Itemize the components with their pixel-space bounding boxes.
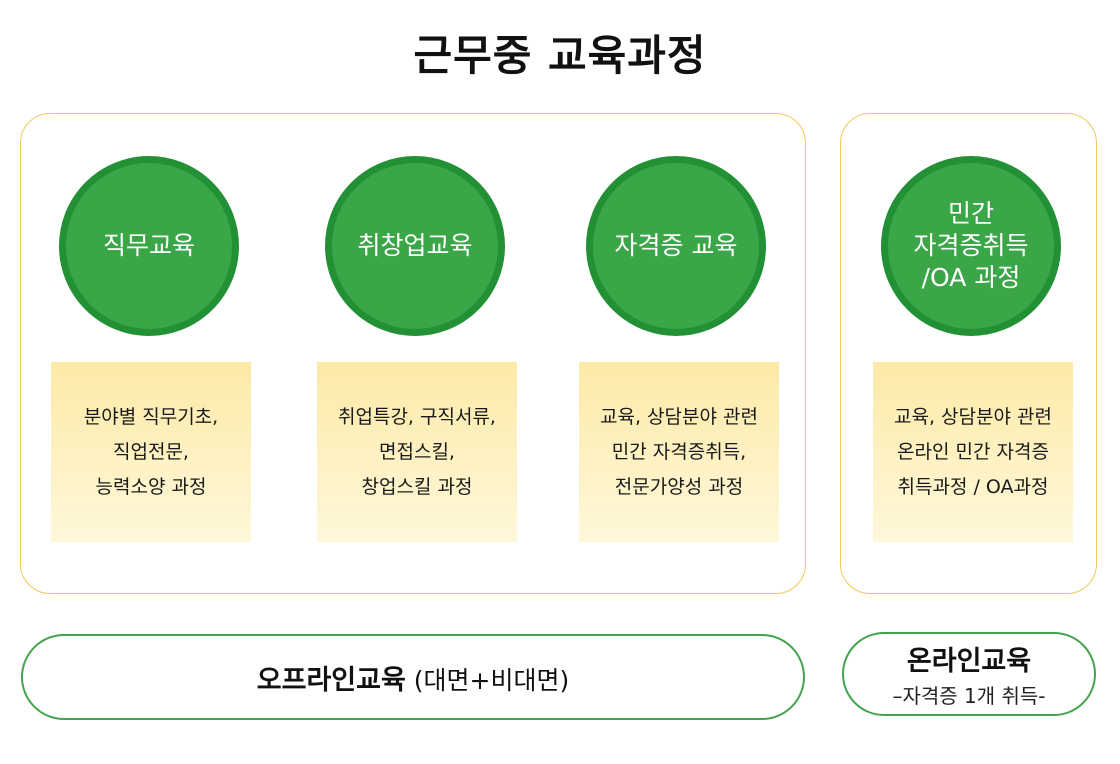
offline-label-main: 오프라인교육 xyxy=(256,664,406,696)
offline-education-label: 오프라인교육 (대면+비대면) xyxy=(21,634,805,720)
course-circle-certificate: 자격증 교육 xyxy=(586,156,766,336)
course-details-job-training: 분야별 직무기초, 직업전문, 능력소양 과정 xyxy=(51,362,251,542)
page-title: 근무중 교육과정 xyxy=(413,31,707,80)
course-details-certificate: 교육, 상담분야 관련 민간 자격증취득, 전문가양성 과정 xyxy=(579,362,779,542)
course-circle-job-training: 직무교육 xyxy=(59,156,239,336)
online-label-main: 온라인교육 xyxy=(906,646,1032,677)
course-circle-private-certificate-oa: 민간 자격증취득 /OA 과정 xyxy=(881,156,1061,336)
course-circle-employment-startup: 취창업교육 xyxy=(325,156,505,336)
course-details-private-certificate-oa: 교육, 상담분야 관련 온라인 민간 자격증 취득과정 / OA과정 xyxy=(873,362,1073,542)
online-education-label: 온라인교육 –자격증 1개 취득- xyxy=(842,632,1096,716)
offline-label-sub: (대면+비대면) xyxy=(413,665,570,695)
course-details-employment-startup: 취업특강, 구직서류, 면접스킬, 창업스킬 과정 xyxy=(317,362,517,542)
online-label-sub: –자격증 1개 취득- xyxy=(892,684,1046,708)
